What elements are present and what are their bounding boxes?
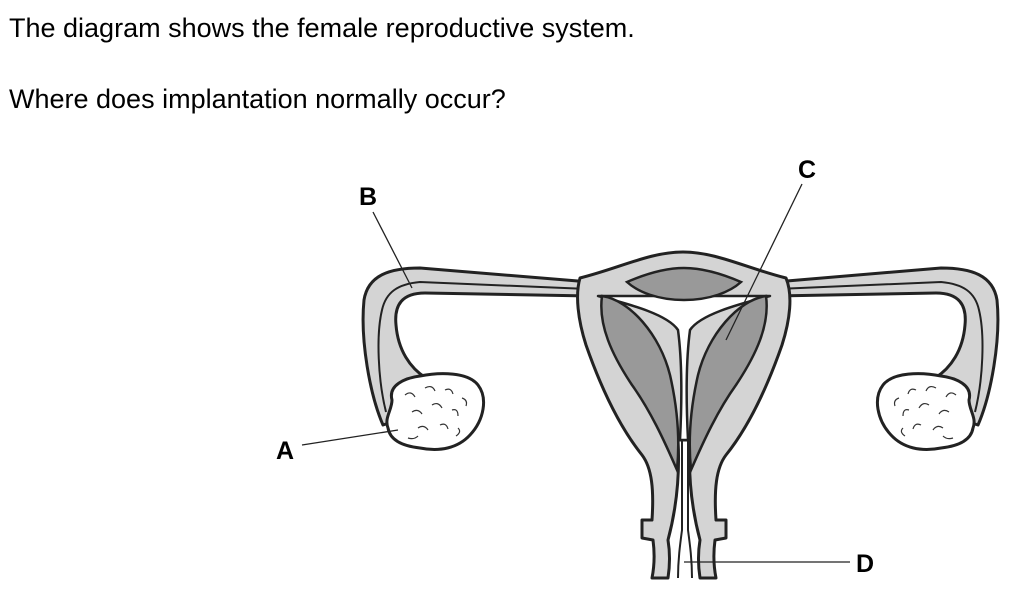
leader-line-c — [725, 183, 803, 341]
right-ovary — [875, 372, 976, 451]
label-a: A — [276, 437, 294, 465]
cervical-canal — [677, 440, 693, 579]
label-d: D — [856, 550, 874, 578]
question-stem: The diagram shows the female reproductiv… — [9, 13, 635, 43]
endometrium-right — [688, 294, 768, 475]
right-tube-lumen — [776, 280, 984, 413]
question-prompt: Where does implantation normally occur? — [9, 84, 506, 114]
leader-line-a — [301, 429, 399, 446]
endometrium-left — [600, 294, 680, 475]
leader-line-b — [372, 211, 413, 289]
left-tube-lumen — [377, 280, 589, 413]
left-ovary — [385, 372, 486, 451]
endometrium-top — [624, 266, 744, 302]
label-c: C — [798, 156, 816, 184]
label-b: B — [359, 183, 377, 211]
